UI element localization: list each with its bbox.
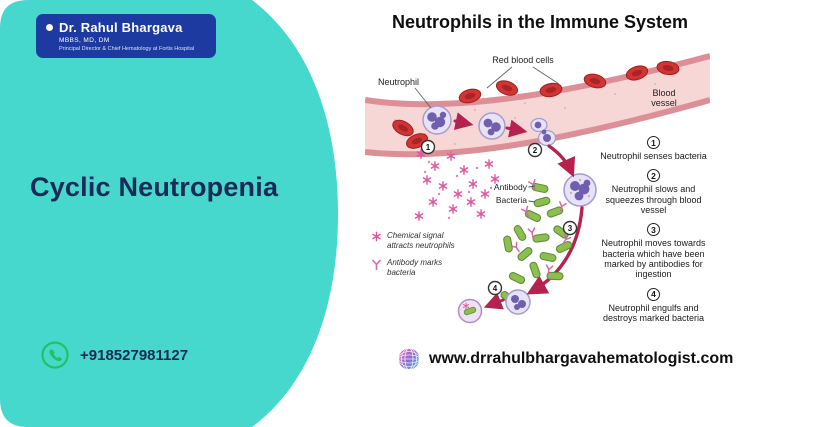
legend-chemical-signal-text: Chemical signal attracts neutrophils xyxy=(387,231,455,250)
legend-chemical-signal: Chemical signal attracts neutrophils xyxy=(371,231,465,251)
step-3-number: 3 xyxy=(647,223,660,237)
badge-dot-icon xyxy=(46,24,53,31)
label-neutrophil: Neutrophil xyxy=(378,77,419,87)
doctor-subtitle: Principal Director & Chief Hematology at… xyxy=(59,45,195,52)
red-blood-cells xyxy=(392,60,680,149)
squeezing-neutrophil xyxy=(530,117,557,147)
step-1-text: Neutrophil senses bacteria xyxy=(600,151,707,161)
step-list: 1 Neutrophil senses bacteria 2 Neutrophi… xyxy=(597,136,710,323)
chemical-signal-stars xyxy=(414,149,500,221)
label-blood-vessel-1: Blood xyxy=(652,88,675,98)
website-link[interactable]: www.drrahulbhargavahematologist.com xyxy=(398,348,733,370)
step-3: 3 Neutrophil moves towards bacteria whic… xyxy=(597,223,710,279)
step-2-text: Neutrophil slows and squeezes through bl… xyxy=(605,184,702,216)
doctor-name: Dr. Rahul Bhargava xyxy=(59,20,183,35)
label-bacteria: Bacteria xyxy=(496,195,527,205)
step-1-number: 1 xyxy=(647,136,660,149)
teal-background-shape xyxy=(0,0,338,427)
marker-1: 1 xyxy=(426,143,431,152)
doctor-badge: Dr. Rahul Bhargava MBBS, MD, DM Principa… xyxy=(36,14,216,58)
globe-icon xyxy=(398,348,420,370)
marker-2: 2 xyxy=(533,146,538,155)
chemical-signal-icon xyxy=(372,231,381,242)
step-3-text: Neutrophil moves towards bacteria which … xyxy=(601,238,706,280)
flow-arrows xyxy=(453,112,584,310)
page-title: Cyclic Neutropenia xyxy=(30,172,279,202)
destroying-neutrophil xyxy=(457,298,483,324)
immune-diagram: 1 2 3 4 Neutrophil Red blood cells Blood… xyxy=(364,48,711,348)
neutrophil-cells xyxy=(422,105,597,324)
antibody-icon xyxy=(372,259,381,270)
whatsapp-icon xyxy=(41,341,69,369)
website-url: www.drrahulbhargavahematologist.com xyxy=(429,350,734,367)
figure-title: Neutrophils in the Immune System xyxy=(391,12,689,32)
step-4: 4 Neutrophil engulfs and destroys marked… xyxy=(597,287,710,324)
phone-number: +918527981127 xyxy=(80,346,189,364)
diagram-step-markers: 1 2 3 4 xyxy=(420,139,578,296)
diagram-labels: Neutrophil Red blood cells Blood vessel … xyxy=(378,55,677,205)
diagram-legend: Chemical signal attracts neutrophils Ant… xyxy=(371,231,465,278)
label-red-blood-cells: Red blood cells xyxy=(492,55,554,65)
marker-4: 4 xyxy=(493,284,498,293)
doctor-degrees: MBBS, MD, DM xyxy=(59,37,110,44)
marker-3: 3 xyxy=(568,224,573,233)
legend-antibody-text: Antibody marks bacteria xyxy=(387,258,443,277)
label-blood-vessel-2: vessel xyxy=(651,98,677,108)
immune-diagram-drawing: 1 2 3 4 Neutrophil Red blood cells Blood… xyxy=(364,53,711,324)
step-1: 1 Neutrophil senses bacteria xyxy=(600,136,707,161)
step-2-number: 2 xyxy=(647,169,660,183)
engulfing-neutrophil xyxy=(499,289,531,315)
step-4-text: Neutrophil engulfs and destroys marked b… xyxy=(602,302,705,324)
whatsapp-contact[interactable]: +918527981127 xyxy=(40,340,188,370)
label-antibody: Antibody xyxy=(494,182,528,192)
step-2: 2 Neutrophil slows and squeezes through … xyxy=(597,169,710,215)
step-4-number: 4 xyxy=(647,287,660,301)
legend-antibody: Antibody marks bacteria xyxy=(371,258,465,278)
migrating-neutrophil xyxy=(563,173,597,207)
